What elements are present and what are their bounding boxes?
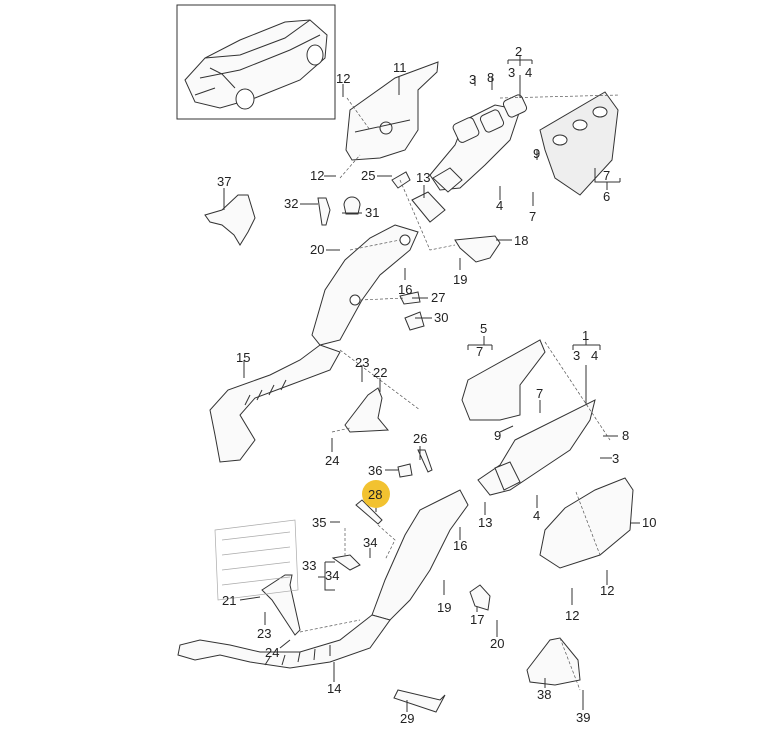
callout-38[interactable]: 38 [537, 687, 551, 702]
car-overview-icon [184, 19, 328, 110]
callout-16[interactable]: 16 [453, 538, 467, 553]
callout-36[interactable]: 36 [368, 463, 382, 478]
callout-33[interactable]: 33 [302, 558, 316, 573]
clamp-31[interactable] [343, 196, 361, 215]
clip-30[interactable] [404, 311, 425, 331]
callout-12[interactable]: 12 [565, 608, 579, 623]
callout-7[interactable]: 7 [603, 168, 610, 183]
callout-26[interactable]: 26 [413, 431, 427, 446]
leader-lines [223, 55, 640, 712]
callout-12[interactable]: 12 [600, 583, 614, 598]
callout-12[interactable]: 12 [336, 71, 350, 86]
bracket-18[interactable] [454, 235, 501, 263]
callout-10[interactable]: 10 [642, 515, 656, 530]
heat-shield-upper[interactable] [345, 61, 439, 161]
callout-27[interactable]: 27 [431, 290, 445, 305]
bracket-38[interactable] [526, 637, 581, 686]
catalytic-converter-upper[interactable] [311, 224, 419, 346]
heat-shield-10[interactable] [539, 477, 634, 569]
callout-25[interactable]: 25 [361, 168, 375, 183]
engine-block-sketch [214, 519, 299, 601]
callout-18[interactable]: 18 [514, 233, 528, 248]
callout-5[interactable]: 5 [480, 321, 487, 336]
callout-3[interactable]: 3 [612, 451, 619, 466]
oxygen-sensor-28[interactable] [355, 499, 383, 525]
callout-1[interactable]: 1 [582, 328, 589, 343]
callout-17[interactable]: 17 [470, 612, 484, 627]
callout-24[interactable]: 24 [265, 645, 279, 660]
bracket-17[interactable] [469, 584, 491, 611]
callout-32[interactable]: 32 [284, 196, 298, 211]
highlight-marker-28[interactable] [362, 480, 390, 508]
callout-3[interactable]: 3 [469, 72, 476, 87]
callout-4[interactable]: 4 [533, 508, 540, 523]
callout-15[interactable]: 15 [236, 350, 250, 365]
callout-20[interactable]: 20 [310, 242, 324, 257]
callout-7[interactable]: 7 [536, 386, 543, 401]
callout-37[interactable]: 37 [217, 174, 231, 189]
callout-7[interactable]: 7 [529, 209, 536, 224]
callout-14[interactable]: 14 [327, 681, 341, 696]
callout-34[interactable]: 34 [325, 568, 339, 583]
gasket-lower[interactable] [494, 461, 521, 491]
callout-9[interactable]: 9 [494, 428, 501, 443]
callout-31[interactable]: 31 [365, 205, 379, 220]
callout-29[interactable]: 29 [400, 711, 414, 726]
callout-7[interactable]: 7 [476, 344, 483, 359]
heat-shield-lower[interactable] [461, 339, 546, 421]
callout-12[interactable]: 12 [310, 168, 324, 183]
callout-labels: 11 12 12 25 13 37 32 31 20 18 19 16 27 3… [217, 44, 656, 726]
callout-34[interactable]: 34 [363, 535, 377, 550]
callout-13[interactable]: 13 [478, 515, 492, 530]
vehicle-thumbnail [176, 4, 336, 120]
bracket-21[interactable] [261, 574, 301, 636]
gasket-upper[interactable] [411, 191, 446, 223]
sealant-tube[interactable] [393, 689, 446, 713]
callout-21[interactable]: 21 [222, 593, 236, 608]
callout-6[interactable]: 6 [603, 189, 610, 204]
callout-4[interactable]: 4 [525, 65, 532, 80]
callout-11[interactable]: 11 [393, 60, 407, 75]
callout-20[interactable]: 20 [490, 636, 504, 651]
exhaust-pipe-lower[interactable] [177, 614, 391, 669]
bracket-33[interactable] [331, 554, 361, 571]
callout-9[interactable]: 9 [533, 146, 540, 161]
callout-35[interactable]: 35 [312, 515, 326, 530]
callout-4[interactable]: 4 [496, 198, 503, 213]
exhaust-pipe-upper[interactable] [209, 344, 341, 463]
callout-39[interactable]: 39 [576, 710, 590, 725]
callout-8[interactable]: 8 [487, 70, 494, 85]
clamp-32[interactable] [317, 197, 331, 226]
bracket-upper[interactable] [344, 387, 390, 433]
exhaust-manifold-upper[interactable] [429, 94, 528, 193]
catalytic-converter-lower[interactable] [371, 489, 469, 621]
callout-23[interactable]: 23 [355, 355, 369, 370]
callout-3[interactable]: 3 [573, 348, 580, 363]
sensor-27[interactable] [399, 291, 421, 305]
sensor-25[interactable] [391, 171, 411, 189]
clip-36[interactable] [397, 463, 413, 478]
callout-22[interactable]: 22 [373, 365, 387, 380]
callout-23[interactable]: 23 [257, 626, 271, 641]
callout-24[interactable]: 24 [325, 453, 339, 468]
bracket-37[interactable] [204, 194, 256, 246]
callout-16[interactable]: 16 [398, 282, 412, 297]
callout-19[interactable]: 19 [453, 272, 467, 287]
callout-30[interactable]: 30 [434, 310, 448, 325]
callout-19[interactable]: 19 [437, 600, 451, 615]
callout-4[interactable]: 4 [591, 348, 598, 363]
callout-2[interactable]: 2 [515, 44, 522, 59]
callout-13[interactable]: 13 [416, 170, 430, 185]
oxygen-sensor-26[interactable] [417, 449, 433, 473]
callout-28[interactable]: 28 [368, 487, 382, 502]
callout-3[interactable]: 3 [508, 65, 515, 80]
callout-8[interactable]: 8 [622, 428, 629, 443]
